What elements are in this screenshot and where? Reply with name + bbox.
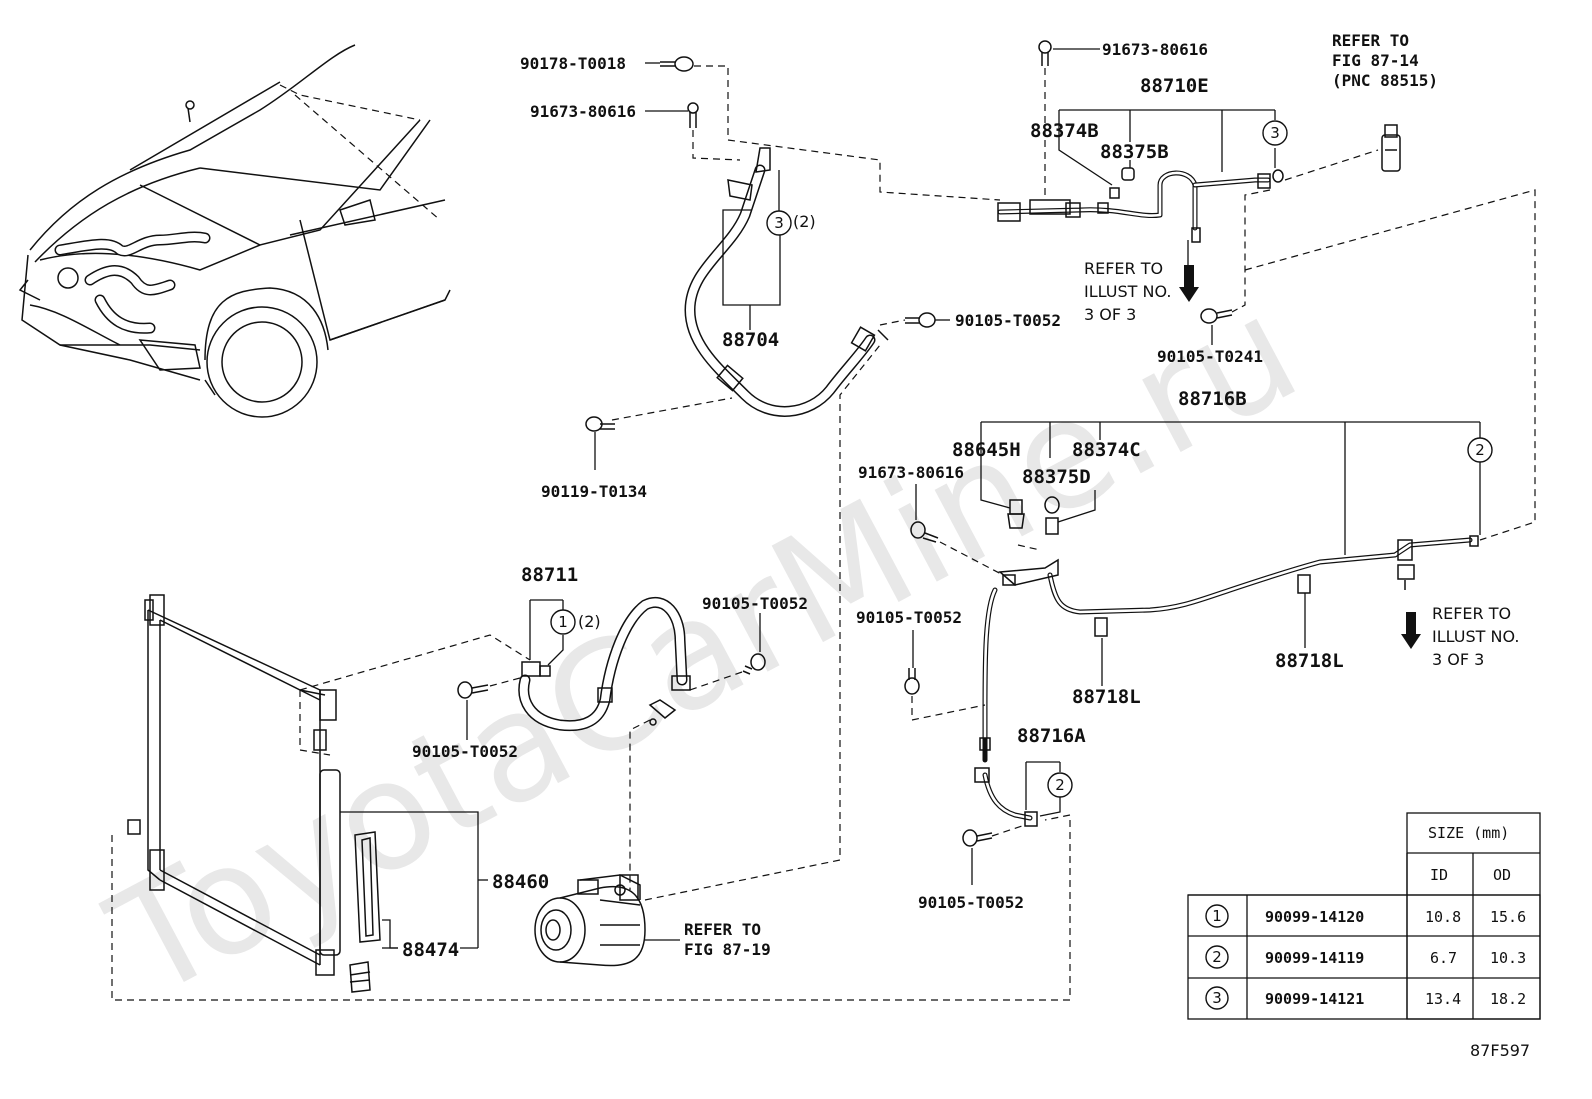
label-90105-T0052-d: 90105-T0052 [412, 742, 518, 761]
callouts: 3 (2) 3 2 1 (2) 2 [550, 120, 1493, 798]
liquid-pipe-88716B [904, 421, 1481, 743]
ref-fig87-14-line3: (PNC 88515) [1332, 71, 1438, 90]
vehicle-sketch [18, 44, 451, 418]
row-od: 15.6 [1490, 908, 1526, 926]
bolt-91673-80616-b [1038, 40, 1052, 66]
svg-text:3: 3 [774, 214, 784, 232]
bolt-90119-T0134 [585, 416, 615, 432]
ref-illust-top-line1: REFER TO [1084, 259, 1163, 278]
suction-pipe-88710E [997, 40, 1536, 541]
ref-illust-right-line3: 3 OF 3 [1432, 650, 1484, 669]
label-88374B: 88374B [1030, 120, 1099, 142]
label-90119-T0134: 90119-T0134 [541, 482, 647, 501]
bolt-90178-T0018 [660, 56, 694, 72]
reference-notes: REFER TO FIG 87-14 (PNC 88515) REFER TO … [684, 31, 1519, 959]
bolt-91673-80616-c [910, 521, 939, 543]
watermark: ToyotaCarMine.ru [84, 263, 1324, 1032]
arrow-down-icon [1179, 265, 1199, 302]
callout-3-pipe: 3 [1262, 120, 1288, 146]
label-90105-T0052-e: 90105-T0052 [918, 893, 1024, 912]
ref-fig87-19-line1: REFER TO [684, 920, 761, 939]
label-88716A: 88716A [1017, 725, 1086, 747]
qty-text: (2) [578, 612, 601, 631]
row-id: 6.7 [1430, 949, 1457, 967]
label-90178-T0018: 90178-T0018 [520, 54, 626, 73]
table-row: 2 90099-14119 6.7 10.3 [1205, 945, 1526, 969]
label-90105-T0241: 90105-T0241 [1157, 347, 1263, 366]
label-88375D: 88375D [1022, 466, 1091, 488]
ref-illust-top-line3: 3 OF 3 [1084, 305, 1136, 324]
label-88374C: 88374C [1072, 439, 1141, 461]
watermark-text: ToyotaCarMine.ru [84, 263, 1324, 1032]
label-88718L-a: 88718L [1072, 686, 1141, 708]
bolt-90105-T0052-d [457, 681, 489, 699]
size-table: SIZE (mm) ID OD 1 90099-14120 10.8 15.6 … [1187, 812, 1541, 1020]
bolt-90105-T0052-c [962, 829, 993, 847]
callout-1-88711: 1 (2) [550, 609, 601, 635]
figure-code: 87F597 [1470, 1041, 1530, 1060]
svg-text:1: 1 [558, 613, 568, 631]
row-id: 10.8 [1425, 908, 1461, 926]
row-id: 13.4 [1425, 990, 1461, 1008]
table-row: 1 90099-14120 10.8 15.6 [1205, 904, 1526, 928]
label-91673-80616-c: 91673-80616 [858, 463, 964, 482]
row-od: 18.2 [1490, 990, 1526, 1008]
bolt-91673-80616-a [687, 102, 699, 128]
condenser-88460 [111, 594, 1071, 1001]
ref-fig87-19-line2: FIG 87-19 [684, 940, 771, 959]
ref-fig87-14-line2: FIG 87-14 [1332, 51, 1419, 70]
bolt-90105-T0241 [1200, 308, 1233, 324]
label-88375B: 88375B [1100, 141, 1169, 163]
row-part: 90099-14120 [1265, 908, 1364, 926]
size-table-col-od: OD [1493, 866, 1511, 884]
label-88460: 88460 [492, 871, 549, 893]
label-90105-T0052-b: 90105-T0052 [702, 594, 808, 613]
label-91673-80616-b: 91673-80616 [1102, 40, 1208, 59]
label-88474: 88474 [402, 939, 459, 961]
label-88711: 88711 [521, 564, 578, 586]
label-91673-80616-a: 91673-80616 [530, 102, 636, 121]
bolt-90105-T0052-a [905, 312, 936, 328]
callout-3-hose: 3 (2) [722, 170, 816, 330]
label-90105-T0052-a: 90105-T0052 [955, 311, 1061, 330]
row-od: 10.3 [1490, 949, 1526, 967]
part-labels: 90178-T0018 91673-80616 91673-80616 8871… [402, 40, 1344, 961]
table-row: 3 90099-14121 13.4 18.2 [1205, 986, 1526, 1010]
discharge-hose-88711 [457, 597, 766, 890]
svg-text:2: 2 [1212, 948, 1222, 966]
label-88710E: 88710E [1140, 75, 1209, 97]
ref-illust-right-line1: REFER TO [1432, 604, 1511, 623]
label-88704: 88704 [722, 329, 779, 351]
valve-88375D [1044, 496, 1060, 535]
label-88718L-b: 88718L [1275, 650, 1344, 672]
pressure-switch-88645H [1007, 499, 1025, 529]
label-88716B: 88716B [1178, 388, 1247, 410]
ref-fig87-14-line1: REFER TO [1332, 31, 1409, 50]
connector-88515 [1381, 124, 1401, 172]
bolt-90105-T0052-b [904, 668, 920, 695]
size-table-header: SIZE (mm) [1428, 824, 1509, 842]
callout-2-88716A: 2 [1047, 772, 1073, 798]
ref-illust-top-line2: ILLUST NO. [1084, 282, 1171, 301]
row-part: 90099-14119 [1265, 949, 1364, 967]
compressor [534, 344, 881, 967]
row-part: 90099-14121 [1265, 990, 1364, 1008]
svg-text:2: 2 [1055, 776, 1065, 794]
bolt-90105-T0052-e [742, 653, 766, 675]
size-table-col-id: ID [1430, 866, 1448, 884]
svg-text:2: 2 [1475, 441, 1485, 459]
callout-2-88716B: 2 [1467, 437, 1493, 463]
liquid-pipe-88716A [962, 737, 1061, 885]
arrow-down-icon [1401, 612, 1421, 649]
label-88645H: 88645H [952, 439, 1021, 461]
ref-illust-right-line2: ILLUST NO. [1432, 627, 1519, 646]
svg-text:3: 3 [1212, 989, 1222, 1007]
svg-text:3: 3 [1270, 124, 1280, 142]
discharge-hose-assembly [585, 56, 1001, 470]
qty-text: (2) [793, 212, 816, 231]
label-90105-T0052-c: 90105-T0052 [856, 608, 962, 627]
desiccant-88474 [349, 831, 381, 993]
svg-text:1: 1 [1212, 907, 1222, 925]
